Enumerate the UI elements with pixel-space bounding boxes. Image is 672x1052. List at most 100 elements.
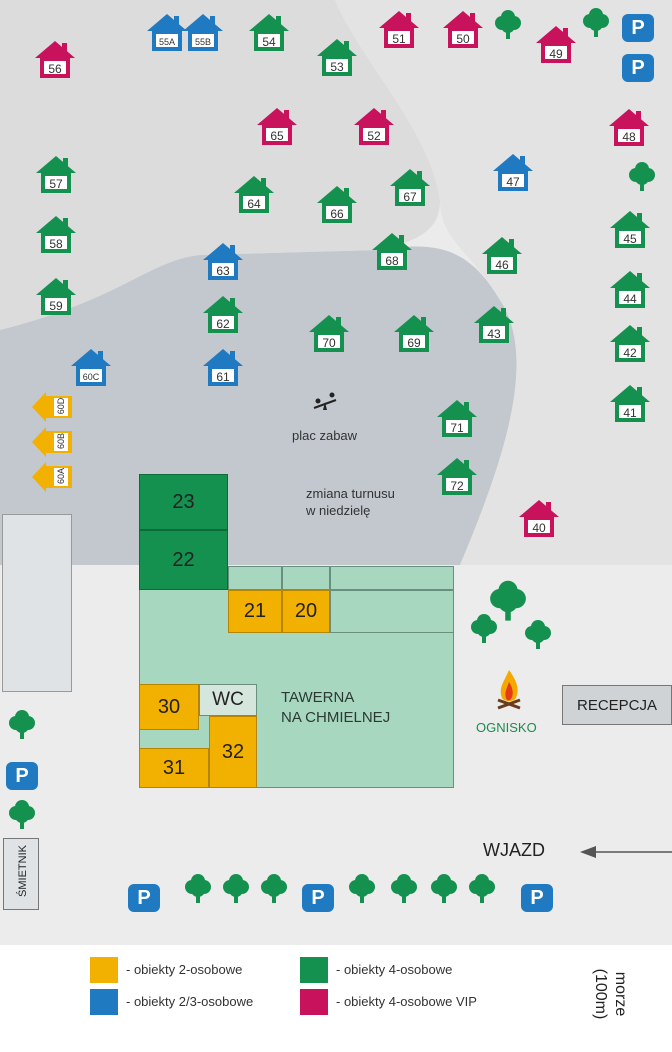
house-54[interactable]: 54: [248, 13, 290, 53]
house-46[interactable]: 46: [481, 236, 523, 276]
house-52[interactable]: 52: [353, 107, 395, 147]
house-icon: [203, 349, 243, 386]
house-number: 63: [216, 264, 230, 278]
house-icon: [390, 169, 430, 206]
house-icon: [482, 237, 522, 274]
map-background: [0, 0, 672, 945]
house-number: 41: [623, 406, 637, 420]
tree-icon: [468, 872, 496, 909]
house-66[interactable]: 66: [316, 185, 358, 225]
reception-building[interactable]: RECEPCJA: [562, 685, 672, 725]
house-71[interactable]: 71: [436, 399, 478, 439]
tree-icon: [348, 872, 376, 909]
house-number: 60C: [82, 372, 100, 382]
house-number: 40: [532, 521, 546, 535]
house-72[interactable]: 72: [436, 457, 478, 497]
house-67[interactable]: 67: [389, 168, 431, 208]
unit-60d[interactable]: 60D: [30, 390, 74, 424]
house-icon: [372, 233, 412, 270]
unit-60b[interactable]: 60B: [30, 425, 74, 459]
bonfire-icon: [494, 668, 524, 712]
house-48[interactable]: 48: [608, 108, 650, 148]
house-65[interactable]: 65: [256, 107, 298, 147]
parking-icon: P: [302, 884, 334, 912]
house-51[interactable]: 51: [378, 10, 420, 50]
room-22[interactable]: 22: [139, 530, 228, 590]
house-icon: [147, 14, 187, 51]
house-number: 70: [322, 336, 336, 350]
tree-icon: [488, 578, 528, 627]
tree-icon: [470, 612, 498, 649]
tree-icon: [494, 8, 522, 45]
house-icon: [234, 176, 274, 213]
house-44[interactable]: 44: [609, 270, 651, 310]
house-56[interactable]: 56: [34, 40, 76, 80]
house-62[interactable]: 62: [202, 295, 244, 335]
house-41[interactable]: 41: [609, 384, 651, 424]
house-50[interactable]: 50: [442, 10, 484, 50]
playground-label: plac zabaw: [292, 428, 358, 443]
house-icon: [183, 14, 223, 51]
house-number: 45: [623, 232, 637, 246]
unit-icon: [32, 427, 72, 457]
house-number: 71: [450, 421, 464, 435]
room-30[interactable]: 30: [139, 684, 199, 730]
house-icon: [394, 315, 434, 352]
house-40[interactable]: 40: [518, 499, 560, 539]
house-61[interactable]: 61: [202, 348, 244, 388]
tree-icon: [524, 618, 552, 655]
house-icon: [203, 296, 243, 333]
legend-text-four-person-vip: - obiekty 4-osobowe VIP: [336, 994, 477, 1009]
house-icon: [36, 156, 76, 193]
house-68[interactable]: 68: [371, 232, 413, 272]
tree-icon: [8, 708, 36, 745]
house-number: 61: [216, 370, 230, 384]
house-64[interactable]: 64: [233, 175, 275, 215]
house-70[interactable]: 70: [308, 314, 350, 354]
house-43[interactable]: 43: [473, 305, 515, 345]
unit-icon: [32, 462, 72, 492]
unit-number: 60A: [56, 468, 66, 485]
house-45[interactable]: 45: [609, 210, 651, 250]
house-57[interactable]: 57: [35, 155, 77, 195]
house-icon: [309, 315, 349, 352]
house-47[interactable]: 47: [492, 153, 534, 193]
house-number: 66: [330, 207, 344, 221]
unit-60a[interactable]: 60A: [30, 460, 74, 494]
house-number: 57: [49, 177, 63, 191]
sea-label: morze (100m): [592, 955, 638, 1030]
room-21[interactable]: 21: [228, 590, 282, 633]
house-icon: [536, 26, 576, 63]
house-49[interactable]: 49: [535, 25, 577, 65]
house-number: 72: [450, 479, 464, 493]
legend-swatch-two-three-person: [90, 989, 118, 1015]
wc[interactable]: WC: [199, 684, 257, 716]
unit-icon: [32, 392, 72, 422]
house-icon: [249, 14, 289, 51]
house-55b[interactable]: 55B: [182, 13, 224, 53]
house-55a[interactable]: 55A: [146, 13, 188, 53]
room-23[interactable]: 23: [139, 474, 228, 530]
tavern-label: TAWERNA NA CHMIELNEJ: [281, 688, 390, 728]
house-number: 43: [487, 327, 501, 341]
bonfire-label: OGNISKO: [476, 720, 537, 735]
house-69[interactable]: 69: [393, 314, 435, 354]
room-20[interactable]: 20: [282, 590, 330, 633]
house-59[interactable]: 59: [35, 277, 77, 317]
tree-icon: [628, 160, 656, 197]
room-31[interactable]: 31: [139, 748, 209, 788]
house-icon: [257, 108, 297, 145]
house-60c[interactable]: 60C: [70, 348, 112, 388]
house-icon: [354, 108, 394, 145]
house-63[interactable]: 63: [202, 242, 244, 282]
trash-area[interactable]: ŚMIETNIK: [3, 838, 39, 910]
turnover-note: zmiana turnusu w niedzielę: [306, 485, 395, 519]
house-58[interactable]: 58: [35, 215, 77, 255]
house-42[interactable]: 42: [609, 324, 651, 364]
unit-number: 60B: [56, 433, 66, 450]
house-53[interactable]: 53: [316, 38, 358, 78]
house-number: 55A: [158, 37, 175, 47]
playground-icon: [312, 392, 338, 412]
room-32[interactable]: 32: [209, 716, 257, 788]
